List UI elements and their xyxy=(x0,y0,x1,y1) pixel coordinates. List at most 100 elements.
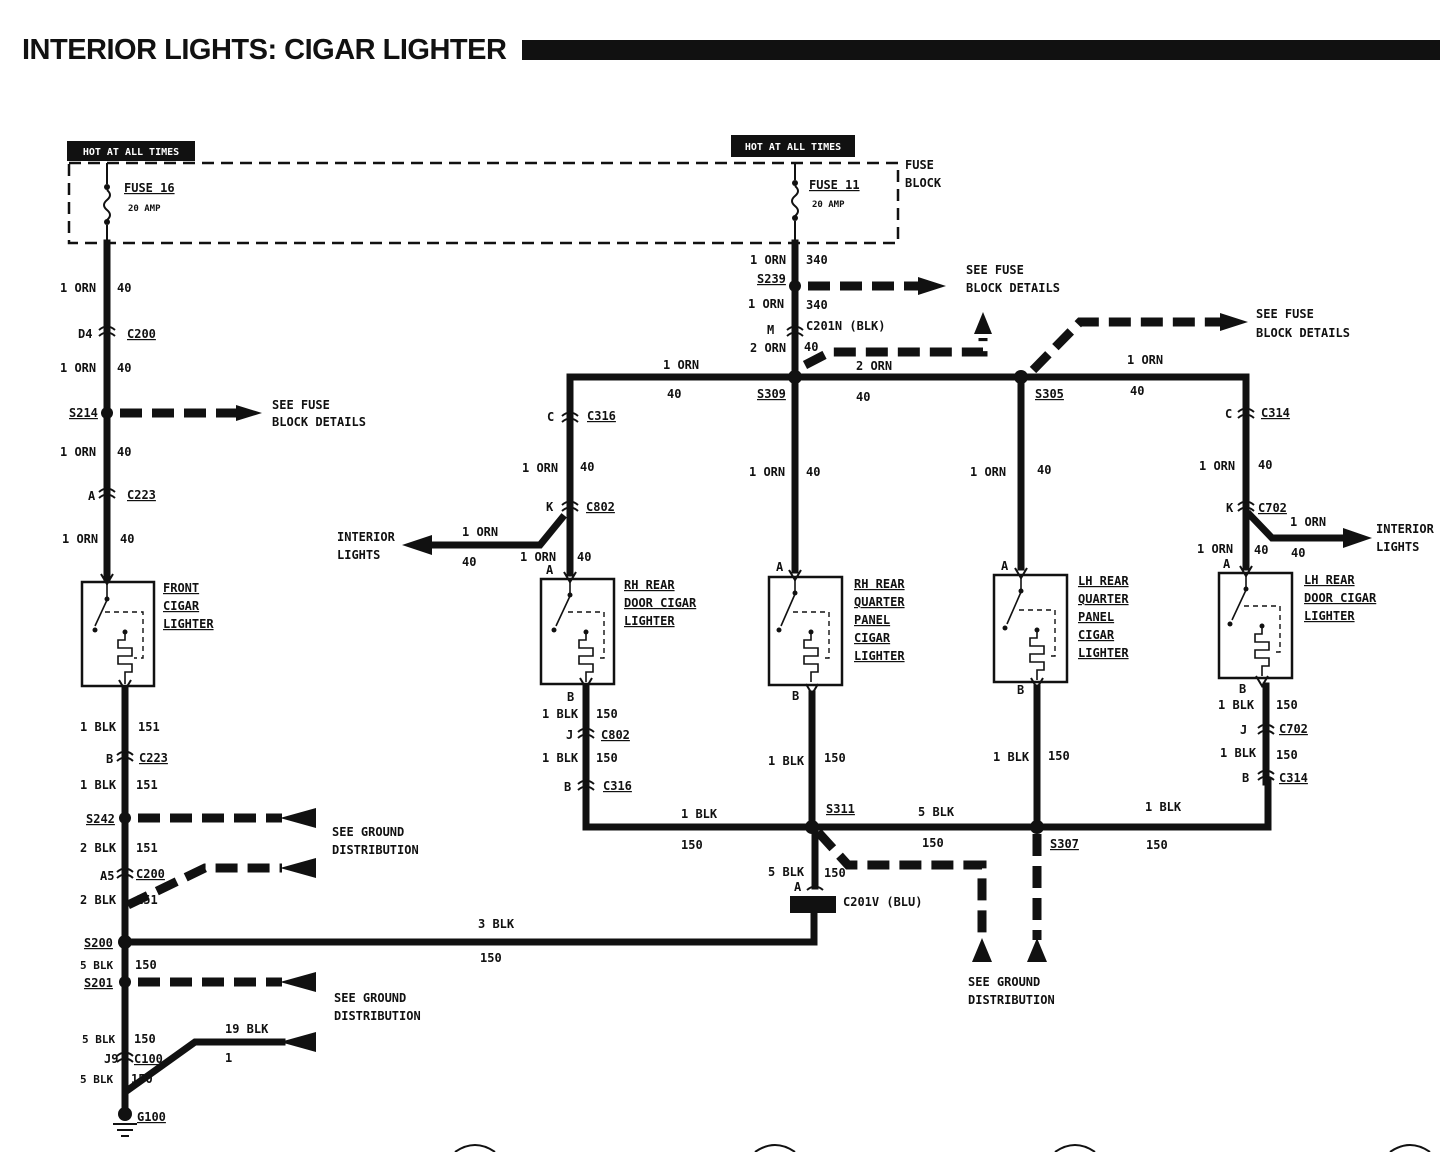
w-1orn-b: 1 ORN xyxy=(60,361,96,375)
rh-rear-door-cigar-lighter xyxy=(539,571,616,690)
rh-quarter-label-1: RH REAR xyxy=(854,577,905,591)
pin-a-lh-door: A xyxy=(1223,557,1231,571)
pin-a-rh-door: A xyxy=(546,563,554,577)
w-5blk-a: 5 BLK xyxy=(80,959,113,972)
fuse-block-outline xyxy=(67,161,900,245)
conn-c223-a: C223 xyxy=(127,488,156,502)
pin-a-lh-quarter: A xyxy=(1001,559,1009,573)
w-40-b: 40 xyxy=(117,361,131,375)
conn-c802-b: C802 xyxy=(601,728,630,742)
w-40-d: 40 xyxy=(120,532,134,546)
pin-b-rh-quarter: B xyxy=(792,689,799,703)
g100-ground xyxy=(113,1107,137,1137)
w-40-g: 40 xyxy=(580,460,594,474)
interior-lights-right-1: INTERIOR xyxy=(1376,522,1435,536)
c316-connector-top xyxy=(561,411,579,423)
lh-quarter-label-1: LH REAR xyxy=(1078,574,1129,588)
w-2orn-bus: 2 ORN xyxy=(856,359,892,373)
w-1orn-l: 1 ORN xyxy=(1197,542,1233,556)
pin-k-c802: K xyxy=(546,500,554,514)
conn-c802-a: C802 xyxy=(586,500,615,514)
w-150-e: 150 xyxy=(596,707,618,721)
w-150-c201v: 150 xyxy=(824,866,846,880)
hot-badge-right-text: HOT AT ALL TIMES xyxy=(745,142,841,153)
w-340-a: 340 xyxy=(806,253,828,267)
w-40-il-left: 40 xyxy=(462,555,476,569)
splice-s239: S239 xyxy=(757,272,786,286)
rh-quarter-label-4: CIGAR xyxy=(854,631,891,645)
ref-ground-s242-2: DISTRIBUTION xyxy=(332,843,419,857)
orn-bus xyxy=(566,373,1250,422)
lh-door-label-1: LH REAR xyxy=(1304,573,1355,587)
w-40-h: 40 xyxy=(577,550,591,564)
splice-s242: S242 xyxy=(86,812,115,826)
fuse-11-name: FUSE 11 xyxy=(809,178,860,192)
rh-rear-quarter-panel-cigar-lighter xyxy=(767,569,844,696)
pin-j-c802: J xyxy=(566,728,573,742)
w-40-bus-right: 40 xyxy=(1130,384,1144,398)
wire-3blk-s200-c201v xyxy=(126,910,818,946)
pin-j-c702: J xyxy=(1240,723,1247,737)
lh-door-label-2: DOOR CIGAR xyxy=(1304,591,1377,605)
w-1blk-f: 1 BLK xyxy=(993,750,1030,764)
c201n-arrowhead xyxy=(974,312,992,334)
pin-m: M xyxy=(767,323,774,337)
pin-k-c702: K xyxy=(1226,501,1234,515)
fuse-11 xyxy=(791,163,799,243)
s307-splice xyxy=(1030,820,1044,834)
w-1orn-k: 1 ORN xyxy=(1199,459,1235,473)
ref-ground-s201-2: DISTRIBUTION xyxy=(334,1009,421,1023)
lh-rear-quarter-panel-cigar-lighter xyxy=(992,567,1069,690)
w-150-j: 150 xyxy=(1276,748,1298,762)
conn-c223-b: C223 xyxy=(139,751,168,765)
page-binding-marks xyxy=(454,1144,1431,1152)
interior-lights-right-2: LIGHTS xyxy=(1376,540,1419,554)
lh-quarter-label-4: CIGAR xyxy=(1078,628,1115,642)
splice-s214: S214 xyxy=(69,406,98,420)
conn-c316-b: C316 xyxy=(603,779,632,793)
lh-quarter-label-5: LIGHTER xyxy=(1078,646,1129,660)
fuse-block-label-1: FUSE xyxy=(905,158,934,172)
conn-c200-b: C200 xyxy=(136,867,165,881)
w-1blk-c: 1 BLK xyxy=(542,707,579,721)
title-rule xyxy=(522,40,1440,60)
s311-dash xyxy=(814,828,987,940)
w-150-c: 150 xyxy=(131,1072,153,1086)
w-40-e: 40 xyxy=(804,340,818,354)
w-150-g: 150 xyxy=(824,751,846,765)
w-1blk-e: 1 BLK xyxy=(768,754,805,768)
w-340-b: 340 xyxy=(806,298,828,312)
w-1blk-a: 1 BLK xyxy=(80,720,117,734)
w-151-a: 151 xyxy=(138,720,160,734)
c802-connector-top xyxy=(561,500,579,512)
w-5blk-bus: 5 BLK xyxy=(918,805,955,819)
w-1blk-g: 1 BLK xyxy=(1218,698,1255,712)
w-19blk: 19 BLK xyxy=(225,1022,269,1036)
w-1blk-bus-left: 1 BLK xyxy=(681,807,718,821)
fuse-block-label-2: BLOCK xyxy=(905,176,942,190)
w-150-i: 150 xyxy=(1276,698,1298,712)
s242-splice xyxy=(119,812,131,824)
w-1orn-il-left: 1 ORN xyxy=(462,525,498,539)
pin-a-c201v: A xyxy=(794,880,802,894)
c201n-connector xyxy=(786,325,804,337)
splice-s200: S200 xyxy=(84,936,113,950)
s214-splice xyxy=(101,407,113,419)
fuse-16-rating: 20 AMP xyxy=(128,204,161,214)
interior-lights-left-2: LIGHTS xyxy=(337,548,380,562)
conn-c314-a: C314 xyxy=(1261,406,1290,420)
page-title: INTERIOR LIGHTS: CIGAR LIGHTER xyxy=(22,34,507,66)
w-151-b: 151 xyxy=(136,778,158,792)
w-40-bus-mid: 40 xyxy=(856,390,870,404)
pin-c-c316: C xyxy=(547,410,554,424)
pin-b-c316: B xyxy=(564,780,571,794)
pin-b-lh-quarter: B xyxy=(1017,683,1024,697)
rh-quarter-label-3: PANEL xyxy=(854,613,890,627)
ref-ground-right-1: SEE GROUND xyxy=(968,975,1040,989)
fuse-11-rating: 20 AMP xyxy=(812,200,845,210)
hot-badge-left-text: HOT AT ALL TIMES xyxy=(83,147,179,158)
w-2blk-b: 2 BLK xyxy=(80,893,117,907)
conn-g100: G100 xyxy=(137,1110,166,1124)
w-40-l: 40 xyxy=(1254,543,1268,557)
w-1orn-bus-right: 1 ORN xyxy=(1127,353,1163,367)
